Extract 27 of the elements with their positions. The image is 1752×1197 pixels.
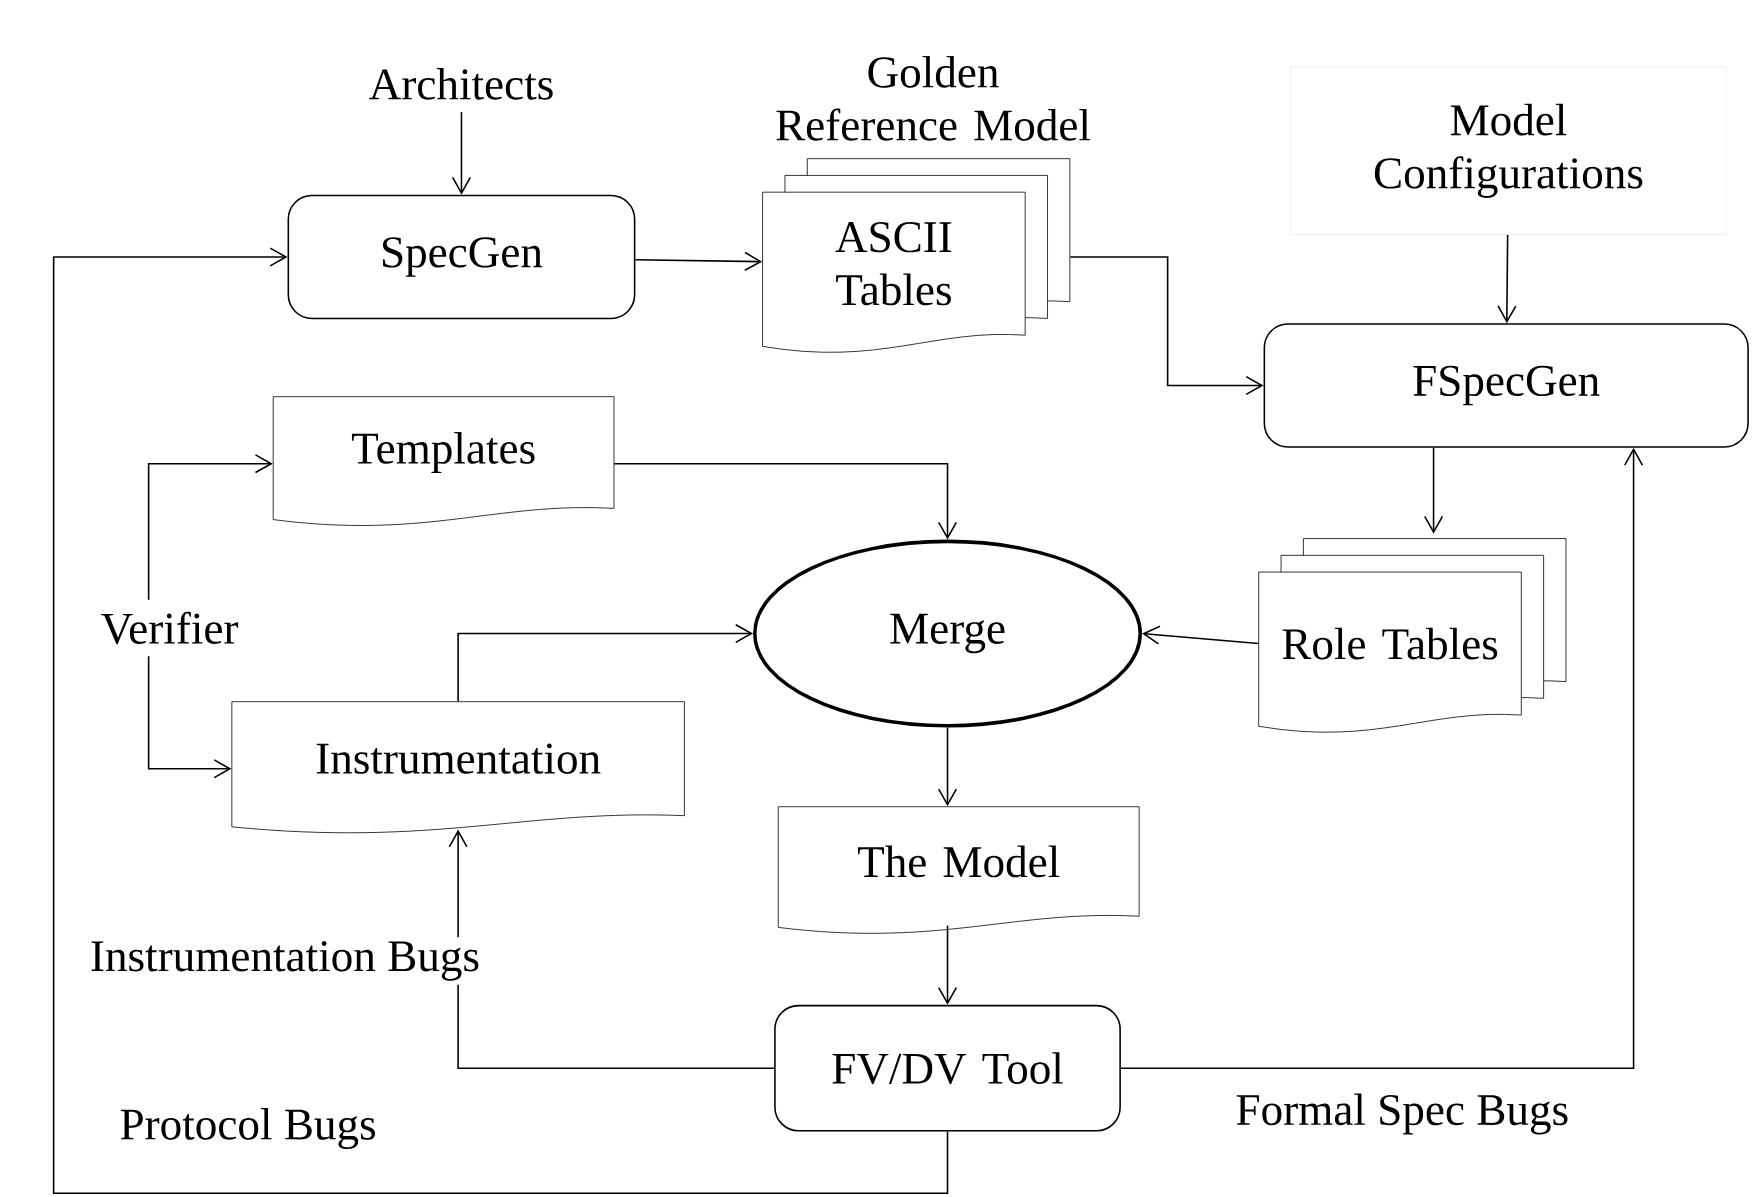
arrow xyxy=(1142,625,1260,645)
edge-label: Protocol Bugs xyxy=(115,1104,381,1154)
arrow xyxy=(937,924,958,1005)
actor-text: Verifier xyxy=(101,611,239,645)
heading-text: Golden Reference Model xyxy=(776,56,1091,141)
arrow xyxy=(147,454,273,601)
document-stack: ASCII Tables xyxy=(762,158,1071,353)
edge-label: Instrumentation Bugs xyxy=(86,937,484,985)
arrow xyxy=(1423,447,1444,534)
arrow xyxy=(1069,256,1264,396)
process-box: SpecGen xyxy=(287,194,636,320)
arrow xyxy=(457,624,754,703)
process-box: FSpecGen xyxy=(1263,323,1749,448)
document-stack: Role Tables xyxy=(1258,538,1567,733)
actor-text: Architects xyxy=(369,68,553,100)
arrow xyxy=(451,111,472,195)
arrow xyxy=(147,655,232,779)
note-box: Model Configurations xyxy=(1290,66,1727,236)
edge-label: Formal Spec Bugs xyxy=(1231,1089,1573,1139)
arrow xyxy=(448,829,775,1070)
arrow xyxy=(1120,447,1644,1070)
arrow xyxy=(634,251,763,272)
arrow xyxy=(937,726,958,807)
arrow xyxy=(613,463,958,540)
process-box: FV/DV Tool xyxy=(774,1005,1121,1132)
arrow xyxy=(1497,234,1517,324)
arrow xyxy=(52,247,949,1195)
